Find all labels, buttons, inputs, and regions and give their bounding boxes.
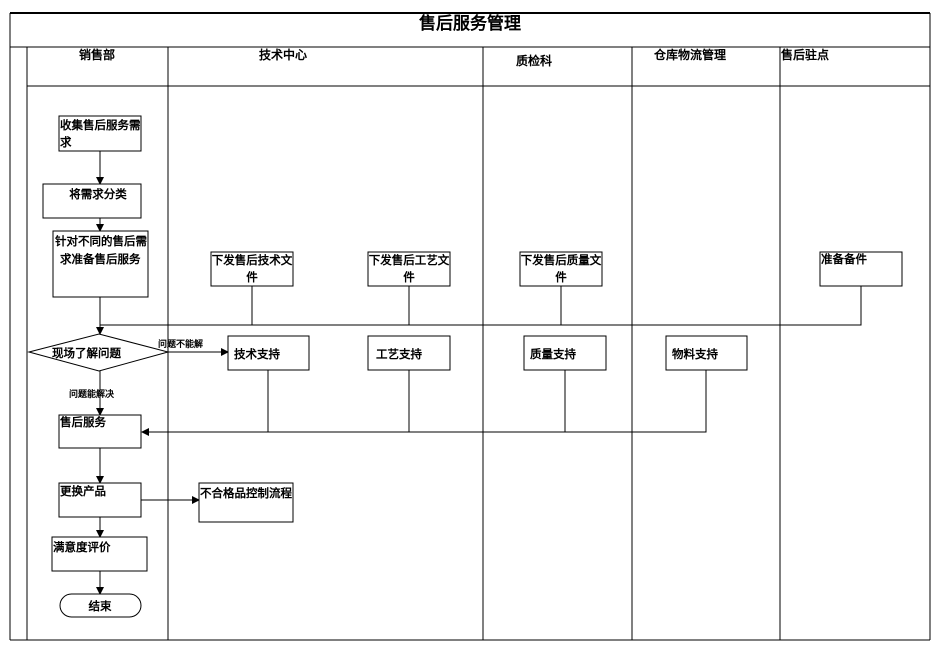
svg-text:售后服务: 售后服务 [59,415,106,429]
node-tech-doc[interactable]: 下发售后技术文 件 [210,251,294,287]
svg-text:收集售后服务需: 收集售后服务需 [60,118,141,132]
svg-text:准备备件: 准备备件 [821,252,867,266]
lane-header-qc: 质检科 [516,53,552,68]
node-craft-doc[interactable]: 下发售后工艺文 件 [367,251,451,287]
lane-header-service-point: 售后驻点 [781,47,829,62]
svg-text:针对不同的售后需: 针对不同的售后需 [55,234,147,248]
lane-header-sales: 销售部 [79,47,115,62]
page-title: 售后服务管理 [419,13,521,34]
node-prepare[interactable]: 针对不同的售后需 求准备售后服务 [52,230,149,298]
lane-header-warehouse: 仓库物流管理 [653,47,726,62]
node-spare-parts[interactable]: 准备备件 [819,251,903,287]
svg-text:工艺支持: 工艺支持 [376,347,422,361]
swimlane-frame [9,12,931,641]
node-nonconforming[interactable]: 不合格品控制流程 [198,482,294,523]
svg-text:将需求分类: 将需求分类 [69,187,127,201]
node-material-support[interactable]: 物料支持 [665,335,748,371]
svg-text:件: 件 [555,270,567,284]
svg-text:物料支持: 物料支持 [672,347,718,361]
node-craft-support[interactable]: 工艺支持 [367,335,451,371]
svg-text:技术支持: 技术支持 [234,347,280,361]
node-collect[interactable]: 收集售后服务需 求 [58,115,142,152]
svg-text:现场了解问题: 现场了解问题 [52,346,121,360]
svg-text:下发售后工艺文: 下发售后工艺文 [369,253,450,267]
node-classify[interactable]: 将需求分类 [42,183,142,219]
svg-text:结束: 结束 [88,599,112,613]
node-service[interactable]: 售后服务 [58,414,142,449]
edge-label-cannot-solve: 问题不能解 [158,338,203,350]
svg-text:件: 件 [246,270,258,284]
svg-text:件: 件 [403,270,415,284]
connectors [96,151,862,595]
node-replace[interactable]: 更换产品 [58,482,142,518]
svg-text:下发售后技术文: 下发售后技术文 [212,253,293,267]
svg-text:更换产品: 更换产品 [60,484,106,498]
svg-text:下发售后质量文: 下发售后质量文 [521,253,602,267]
node-tech-support[interactable]: 技术支持 [227,335,310,371]
svg-text:求准备售后服务: 求准备售后服务 [60,252,141,266]
node-satisfaction[interactable]: 满意度评价 [51,536,148,572]
node-quality-support[interactable]: 质量支持 [523,335,607,371]
node-end[interactable]: 结束 [59,593,142,618]
svg-text:求: 求 [60,135,72,149]
svg-text:不合格品控制流程: 不合格品控制流程 [200,486,292,500]
svg-text:质量支持: 质量支持 [530,347,576,361]
lane-header-tech: 技术中心 [259,47,307,62]
node-quality-doc[interactable]: 下发售后质量文 件 [519,251,603,287]
node-decision[interactable]: 现场了解问题 [27,333,170,372]
edge-label-can-solve: 问题能解决 [69,388,115,400]
svg-text:满意度评价: 满意度评价 [53,540,111,554]
